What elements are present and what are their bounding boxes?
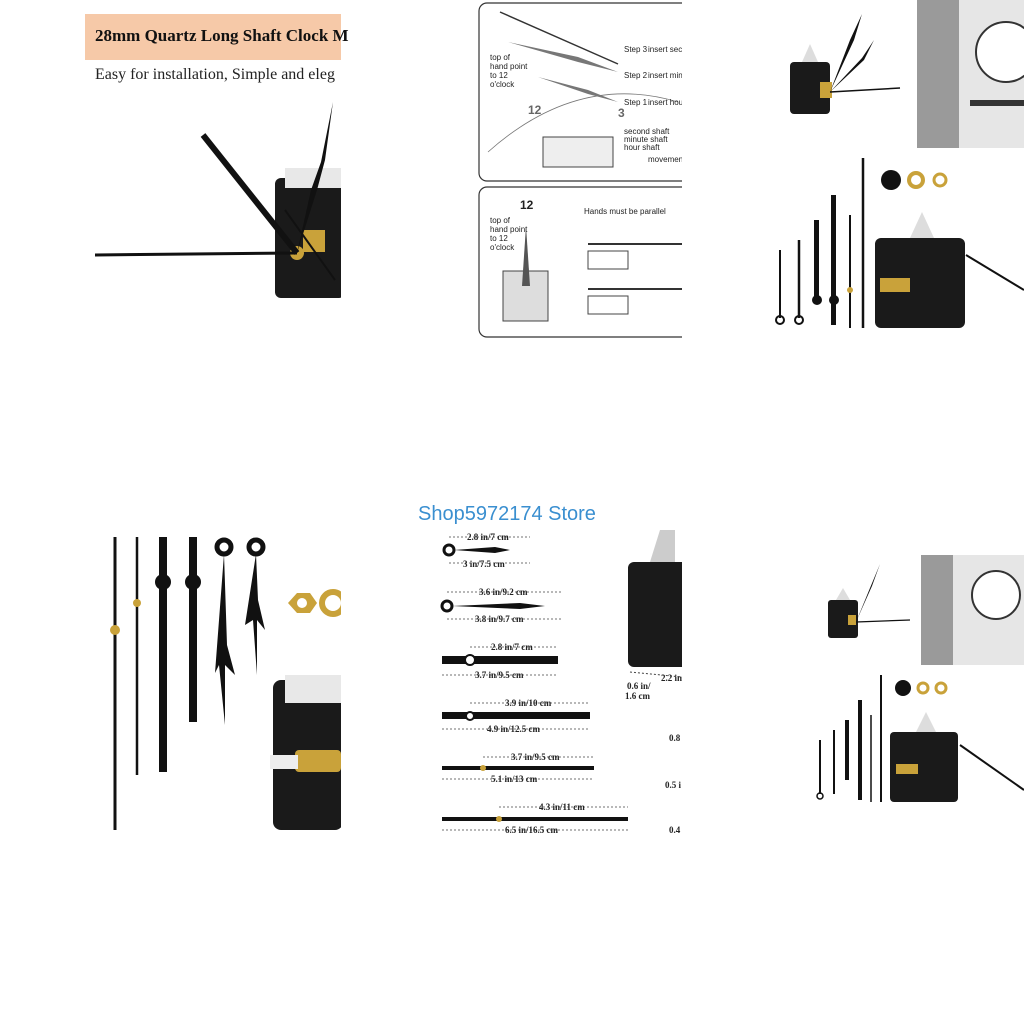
product-image-6[interactable] <box>808 550 1024 820</box>
label-step2: Step 2 <box>624 71 648 80</box>
instruction-panel-top: 12 3 <box>478 2 682 182</box>
kit-collage-illustration <box>775 0 1024 328</box>
dim-1-outer: 3 in/7.5 cm <box>463 559 505 569</box>
instruction-panel-bottom <box>478 186 682 338</box>
label-step3: Step 3 <box>624 45 648 54</box>
label-insert-hour: insert hour <box>648 98 682 107</box>
dim-4-outer: 4.9 in/12.5 cm <box>487 724 540 734</box>
side-dim-a: 0.6 in/ <box>627 681 651 691</box>
label-top-of-hand-2: top of hand point to 12 o'clock <box>490 216 528 252</box>
label-insert-minute: insert minu <box>648 71 682 80</box>
dim-2-inner: 3.6 in/9.2 cm <box>479 587 528 597</box>
product-title: 28mm Quartz Long Shaft Clock M <box>95 26 349 45</box>
product-image-3[interactable] <box>770 0 1024 340</box>
dim-3-outer: 3.7 in/9.5 cm <box>475 670 524 680</box>
dimensions-image[interactable]: 2.8 in/7 cm 3 in/7.5 cm 3.6 in/9.2 cm 3.… <box>435 527 682 842</box>
label-movement: movement <box>648 155 682 164</box>
label-insert-second: insert seco <box>648 45 682 54</box>
label-twelve: 12 <box>520 198 534 212</box>
dim-6-outer: 6.5 in/16.5 cm <box>505 825 558 835</box>
label-minute-shaft: minute shaft <box>624 135 668 144</box>
side-dim-f: 0.4 <box>669 825 681 835</box>
side-dim-b: 1.6 cm <box>625 691 650 701</box>
instruction-diagram[interactable]: 12 3 top of hand point to 12 o'clock Ste… <box>476 0 682 340</box>
title-banner: 28mm Quartz Long Shaft Clock M <box>85 14 349 60</box>
clock-movement-illustration-1 <box>94 102 341 298</box>
side-dim-c: 2.2 in <box>661 673 682 683</box>
label-step1: Step 1 <box>624 98 648 107</box>
side-dim-e: 0.5 i <box>665 780 682 790</box>
side-dim-d: 0.8 <box>669 733 681 743</box>
dim-5-outer: 5.1 in/13 cm <box>491 774 538 784</box>
product-subtitle: Easy for installation, Simple and eleg <box>95 66 335 83</box>
dim-6-inner: 4.3 in/11 cm <box>539 802 585 812</box>
dim-3-inner: 2.8 in/7 cm <box>491 642 533 652</box>
label-hands-parallel: Hands must be parallel <box>584 207 666 216</box>
store-name[interactable]: Shop5972174 Store <box>418 503 596 525</box>
label-second-shaft: second shaft <box>624 127 670 136</box>
label-top-of-hand: top of hand point to 12 o'clock <box>490 53 528 89</box>
product-image-4[interactable] <box>85 525 341 835</box>
svg-text:3: 3 <box>618 106 625 120</box>
dim-2-outer: 3.8 in/9.7 cm <box>475 614 524 624</box>
dimension-hands <box>440 530 682 831</box>
kit-collage-illustration-2 <box>816 555 1024 802</box>
dim-4-inner: 3.9 in/10 cm <box>505 698 552 708</box>
label-hour-shaft: hour shaft <box>624 143 660 152</box>
dim-1-inner: 2.8 in/7 cm <box>467 532 509 542</box>
hands-illustration <box>110 537 341 830</box>
dim-5-inner: 3.7 in/9.5 cm <box>511 752 560 762</box>
svg-text:12: 12 <box>528 103 542 117</box>
